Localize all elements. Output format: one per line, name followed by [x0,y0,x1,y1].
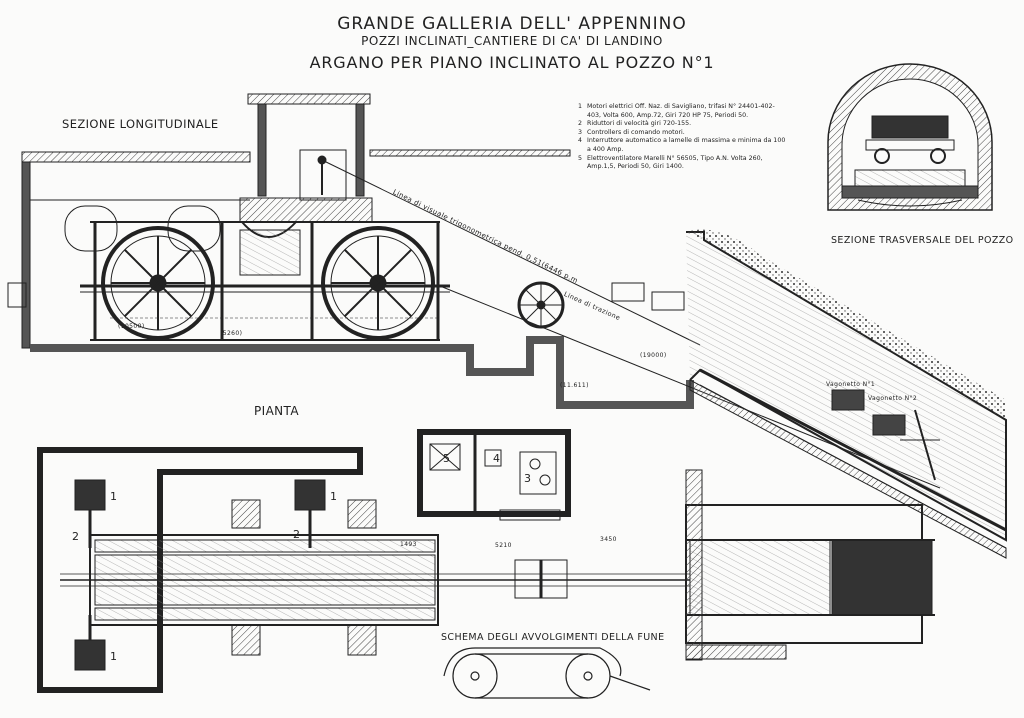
wagon-1-label: Vagonetto N°1 [826,381,876,388]
plan-item-number: 1 [330,490,338,503]
dimension-label: (19000) [640,352,667,359]
longitudinal-section [7,93,1007,559]
drawing-title: GRANDE GALLERIA DELL' APPENNINO [337,14,687,34]
plan-item-number: 2 [72,530,80,543]
dimension-label: 3450 [600,536,617,543]
dimension-label: (5260) [220,330,243,337]
wagon-2-label: Vagonetto N°2 [868,395,918,402]
rope-winding-scheme [443,647,651,699]
plan-item-number: 2 [293,528,301,541]
label-longitudinal-section: SEZIONE LONGITUDINALE [62,117,219,131]
winch-drum-left [101,226,215,340]
dimension-label: (11.611) [560,382,589,389]
plan-item-number: 1 [110,490,118,503]
label-transverse-section: SEZIONE TRASVERSALE DEL POZZO [831,235,1014,246]
plan-view [37,429,935,693]
winch-drum-right [321,226,435,340]
label-plan: PIANTA [254,404,299,418]
dimension-label: 5210 [495,542,512,549]
dimension-label: 1493 [400,541,417,548]
drawing-heading: ARGANO PER PIANO INCLINATO AL POZZO N°1 [309,53,715,72]
plan-item-number: 3 [524,472,532,485]
transverse-section [827,63,993,211]
plan-item-number: 5 [443,452,451,465]
plan-item-number: 1 [110,650,118,663]
label-rope-scheme: SCHEMA DEGLI AVVOLGIMENTI DELLA FUNE [441,632,665,643]
drawing-subtitle: POZZI INCLINATI_CANTIERE DI CA' DI LANDI… [361,34,663,48]
plan-item-number: 4 [493,452,501,465]
dimension-label: (10500) [118,323,145,330]
